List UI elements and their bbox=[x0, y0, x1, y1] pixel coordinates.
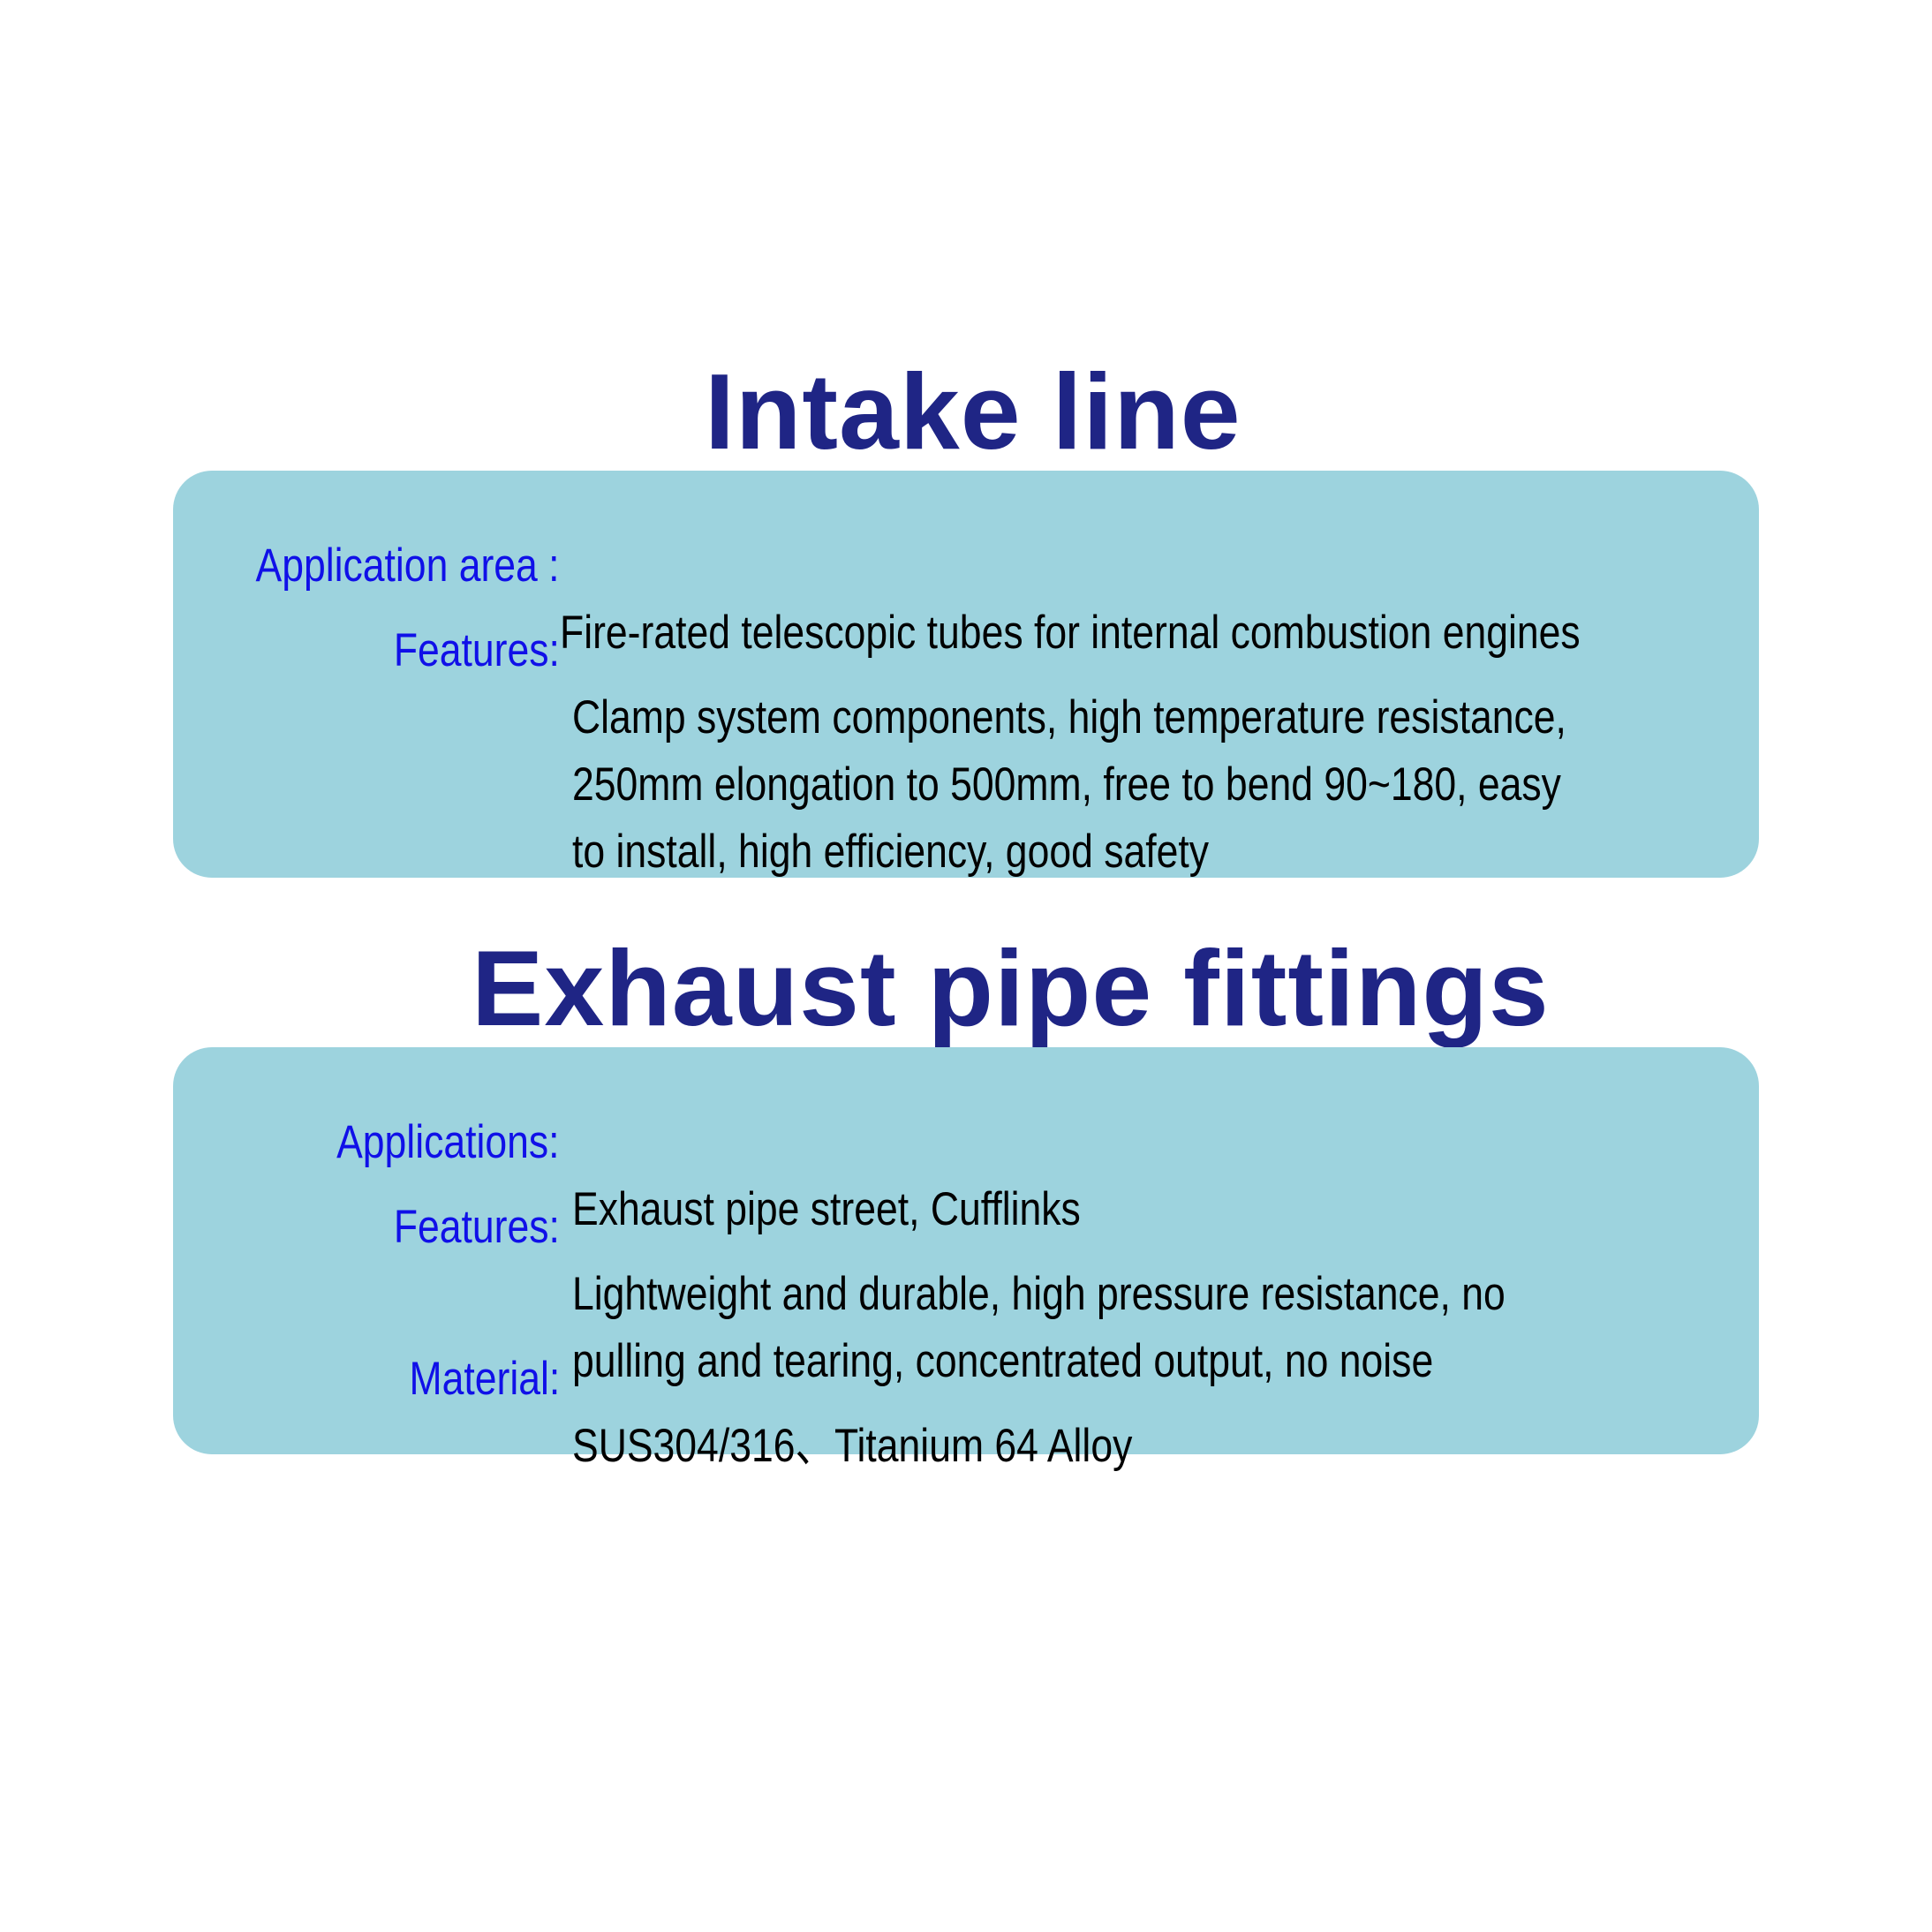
intake-line-panel: Application area : Fire-rated telescopic… bbox=[173, 471, 1759, 878]
exhaust-applications-label-text: Applications: bbox=[336, 1116, 560, 1168]
exhaust-material-value: SUS304/316、Titanium 64 Alloy bbox=[572, 1346, 1755, 1480]
exhaust-features-label: Features: bbox=[173, 1194, 560, 1261]
intake-application-label: Application area : bbox=[173, 532, 560, 600]
intake-application-label-text: Application area : bbox=[255, 540, 560, 592]
exhaust-pipe-fittings-panel: Applications: Exhaust pipe street, Cuffl… bbox=[173, 1047, 1759, 1472]
intake-application-row: Application area : Fire-rated telescopic… bbox=[173, 532, 1759, 667]
intake-features-row: Features: Clamp system components, high … bbox=[173, 617, 1759, 886]
exhaust-features-value: Lightweight and durable, high pressure r… bbox=[572, 1194, 1755, 1395]
intake-features-value-text: Clamp system components, high temperatur… bbox=[572, 691, 1566, 878]
intake-line-title: Intake line bbox=[705, 351, 1241, 472]
exhaust-applications-value-text: Exhaust pipe street, Cufflinks bbox=[572, 1183, 1081, 1235]
exhaust-features-value-text: Lightweight and durable, high pressure r… bbox=[572, 1268, 1506, 1387]
intake-application-value: Fire-rated telescopic tubes for internal… bbox=[560, 532, 1884, 667]
exhaust-applications-row: Applications: Exhaust pipe street, Cuffl… bbox=[173, 1109, 1759, 1243]
intake-features-label: Features: bbox=[173, 617, 560, 684]
intake-features-label-text: Features: bbox=[393, 624, 560, 676]
exhaust-features-label-text: Features: bbox=[393, 1201, 560, 1253]
exhaust-material-label-text: Material: bbox=[409, 1353, 560, 1405]
exhaust-features-row: Features: Lightweight and durable, high … bbox=[173, 1194, 1759, 1395]
intake-features-value: Clamp system components, high temperatur… bbox=[572, 617, 1755, 886]
exhaust-material-row: Material: SUS304/316、Titanium 64 Alloy bbox=[173, 1346, 1759, 1480]
intake-application-value-text: Fire-rated telescopic tubes for internal… bbox=[560, 607, 1581, 659]
exhaust-material-value-text: SUS304/316、Titanium 64 Alloy bbox=[572, 1420, 1133, 1472]
exhaust-pipe-fittings-title: Exhaust pipe fittings bbox=[472, 928, 1550, 1048]
exhaust-material-label: Material: bbox=[173, 1346, 560, 1413]
exhaust-applications-value: Exhaust pipe street, Cufflinks bbox=[572, 1109, 1755, 1243]
exhaust-applications-label: Applications: bbox=[173, 1109, 560, 1176]
